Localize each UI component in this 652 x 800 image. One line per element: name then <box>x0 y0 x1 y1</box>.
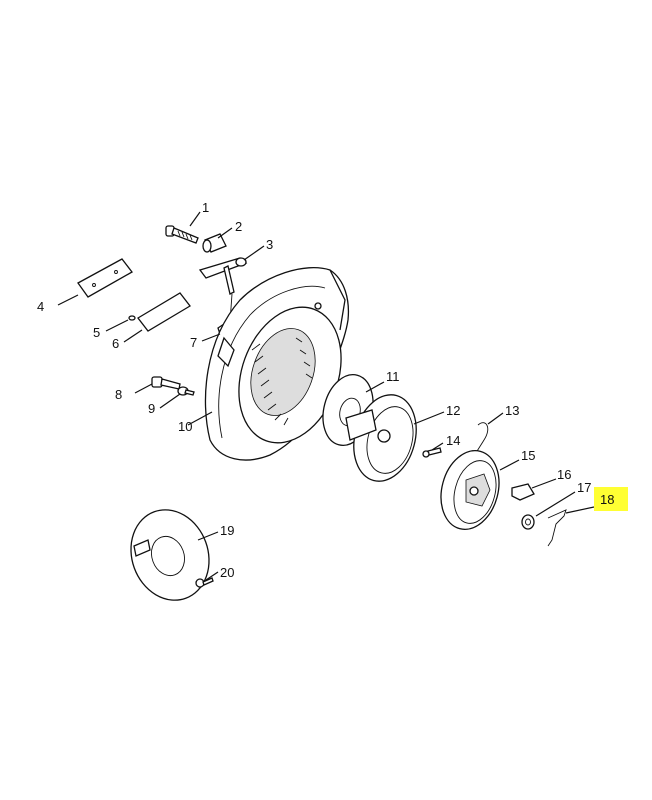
callout-line-16 <box>243 245 265 261</box>
callout-line-20 <box>205 571 219 581</box>
part-7-sleeve <box>202 233 227 253</box>
callout-line-4 <box>105 319 129 332</box>
callout-line-7 <box>217 227 233 239</box>
callout-label-4: 5 <box>93 325 100 340</box>
callout-label-7: 2 <box>235 219 242 234</box>
callout-label-15: 18 <box>600 492 614 507</box>
part-4-pin <box>128 315 136 321</box>
part-10-rope-rotor <box>345 394 417 482</box>
callout-label-11: 15 <box>521 448 535 463</box>
part-11-hub <box>440 450 500 530</box>
callout-label-1: 10 <box>178 419 192 434</box>
part-20-screw <box>195 577 214 588</box>
callout-label-16: 3 <box>266 237 273 252</box>
part-15-spring-clip <box>547 509 567 547</box>
callout-label-3: 6 <box>112 336 119 351</box>
callout-line-17 <box>134 383 153 394</box>
callout-label-6: 14 <box>446 433 460 448</box>
callout-line-12 <box>531 478 557 489</box>
callout-line-1 <box>187 411 213 426</box>
part-5-screw <box>177 386 195 396</box>
callout-line-13 <box>487 412 504 425</box>
part-12-pawl <box>511 483 535 501</box>
part-6-screw <box>422 447 442 458</box>
part-3-plate <box>137 292 191 332</box>
part-19-cover <box>130 509 210 601</box>
part-1-fan-housing <box>204 267 350 461</box>
callout-label-18: 4 <box>37 299 44 314</box>
callout-line-15 <box>565 506 595 514</box>
callout-line-10 <box>413 411 445 425</box>
callout-line-9 <box>365 381 385 393</box>
callout-label-8: 1 <box>202 200 209 215</box>
callout-line-14 <box>535 491 576 517</box>
callout-line-8 <box>189 211 201 227</box>
part-17-screw <box>151 376 181 390</box>
part-16-starter-grip <box>198 257 248 295</box>
callout-line-18 <box>57 294 79 306</box>
part-18-plate <box>77 258 133 298</box>
callout-label-9: 11 <box>386 369 400 384</box>
callout-label-19: 19 <box>220 523 234 538</box>
callout-15-highlight <box>594 487 628 511</box>
callout-label-14: 17 <box>577 480 591 495</box>
callout-line-19 <box>197 531 219 541</box>
callout-label-10: 12 <box>446 403 460 418</box>
callout-label-20: 20 <box>220 565 234 580</box>
callout-label-12: 16 <box>557 467 571 482</box>
callout-line-2 <box>201 333 221 342</box>
callout-label-17: 8 <box>115 387 122 402</box>
callout-label-13: 13 <box>505 403 519 418</box>
callout-line-3 <box>123 329 143 343</box>
callout-line-11 <box>499 459 520 471</box>
part-14-washer <box>521 514 535 530</box>
part-8-bolt <box>165 225 199 244</box>
callout-label-5: 9 <box>148 401 155 416</box>
callout-line-5 <box>159 393 181 409</box>
callout-label-2: 7 <box>190 335 197 350</box>
callout-line-6 <box>431 442 444 451</box>
